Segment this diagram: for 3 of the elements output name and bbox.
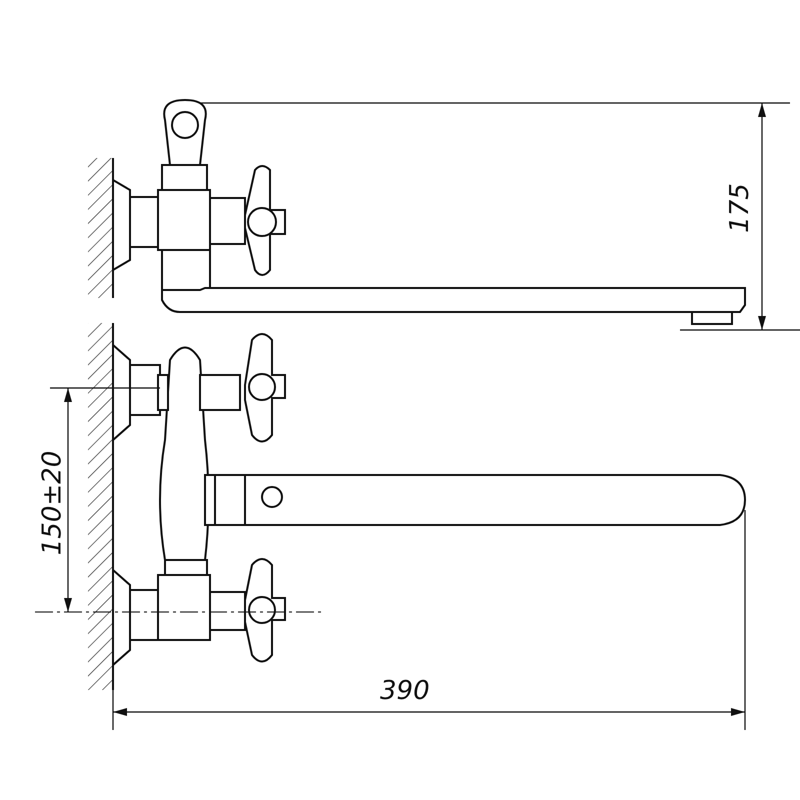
dimension-value: 175 xyxy=(726,183,753,233)
dimension-value: 150±20 xyxy=(39,450,66,556)
dimension-value: 390 xyxy=(380,678,430,704)
